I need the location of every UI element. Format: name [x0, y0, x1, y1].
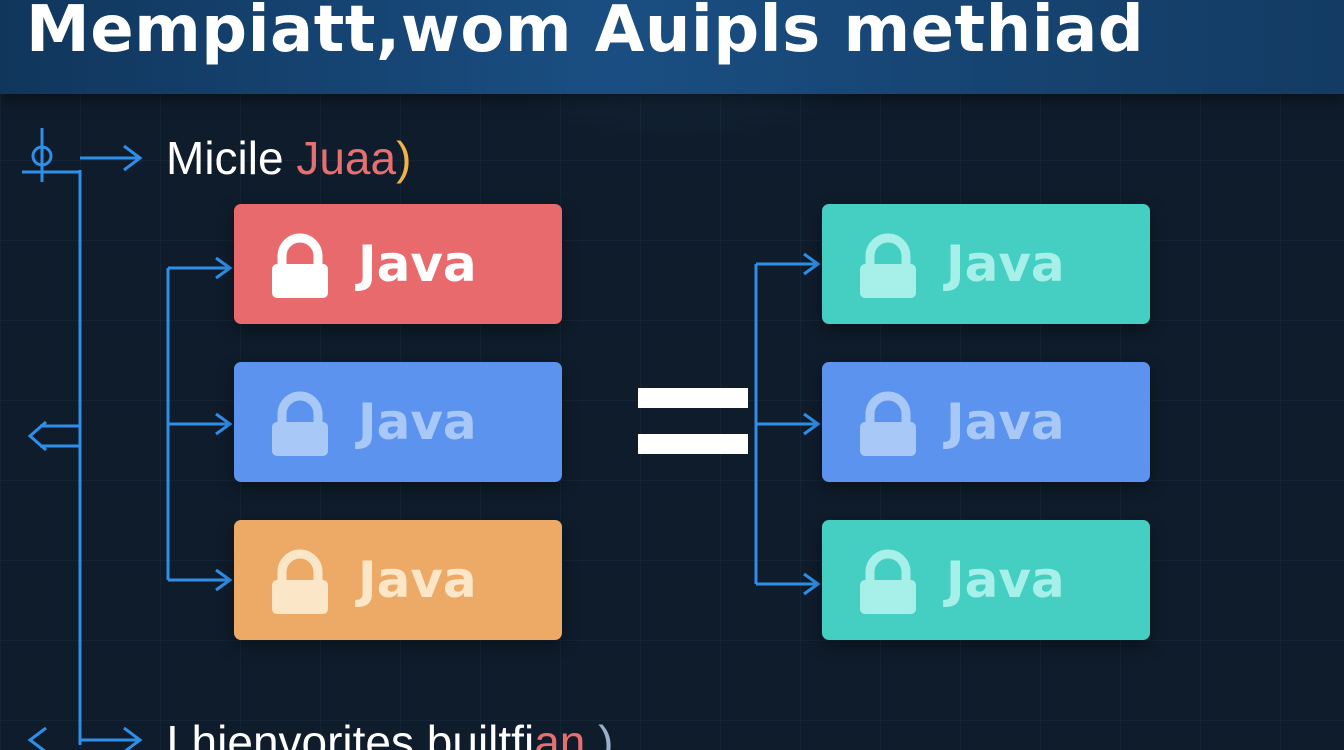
- right-java-box-1: Java: [822, 204, 1150, 324]
- box-label: Java: [358, 551, 477, 609]
- box-label: Java: [358, 393, 477, 451]
- heading-paren: ): [396, 132, 412, 184]
- box-label: Java: [946, 393, 1065, 451]
- lock-icon: [272, 391, 328, 456]
- left-java-box-1: Java: [234, 204, 562, 324]
- left-arrow-2: [215, 412, 233, 436]
- equals-sign-bottom-bar: [638, 434, 748, 454]
- left-arrow-3: [215, 568, 233, 592]
- title-banner: Mempiatt,wom Auipls methiad: [0, 0, 1344, 94]
- footer-paren: ): [598, 716, 614, 750]
- footer-heading: I hienvorites builtfian ): [166, 712, 613, 750]
- heading-word: Micile: [166, 132, 284, 184]
- lock-icon: [272, 233, 328, 298]
- box-label: Java: [946, 235, 1065, 293]
- footer-word: I hienvorites builtfi: [166, 716, 535, 750]
- page-title: Mempiatt,wom Auipls methiad: [26, 0, 1145, 67]
- footer-accent: an: [534, 716, 586, 750]
- top-branch-arrowhead: [123, 144, 143, 172]
- bottom-branch-arrowhead: [123, 726, 143, 750]
- left-java-box-2: Java: [234, 362, 562, 482]
- equals-sign-top-bar: [638, 388, 748, 408]
- lock-icon: [272, 549, 328, 614]
- right-arrow-3: [803, 572, 821, 596]
- left-arrow-1: [215, 256, 233, 280]
- heading-accent: Juaa: [296, 132, 397, 184]
- box-label: Java: [946, 551, 1065, 609]
- lock-icon: [860, 233, 916, 298]
- lock-icon: [860, 391, 916, 456]
- right-java-box-3: Java: [822, 520, 1150, 640]
- left-java-box-3: Java: [234, 520, 562, 640]
- right-arrow-2: [803, 412, 821, 436]
- right-java-box-2: Java: [822, 362, 1150, 482]
- right-arrow-1: [803, 252, 821, 276]
- lock-icon: [860, 549, 916, 614]
- box-label: Java: [358, 235, 477, 293]
- section-heading: Micile Juaa): [166, 128, 411, 188]
